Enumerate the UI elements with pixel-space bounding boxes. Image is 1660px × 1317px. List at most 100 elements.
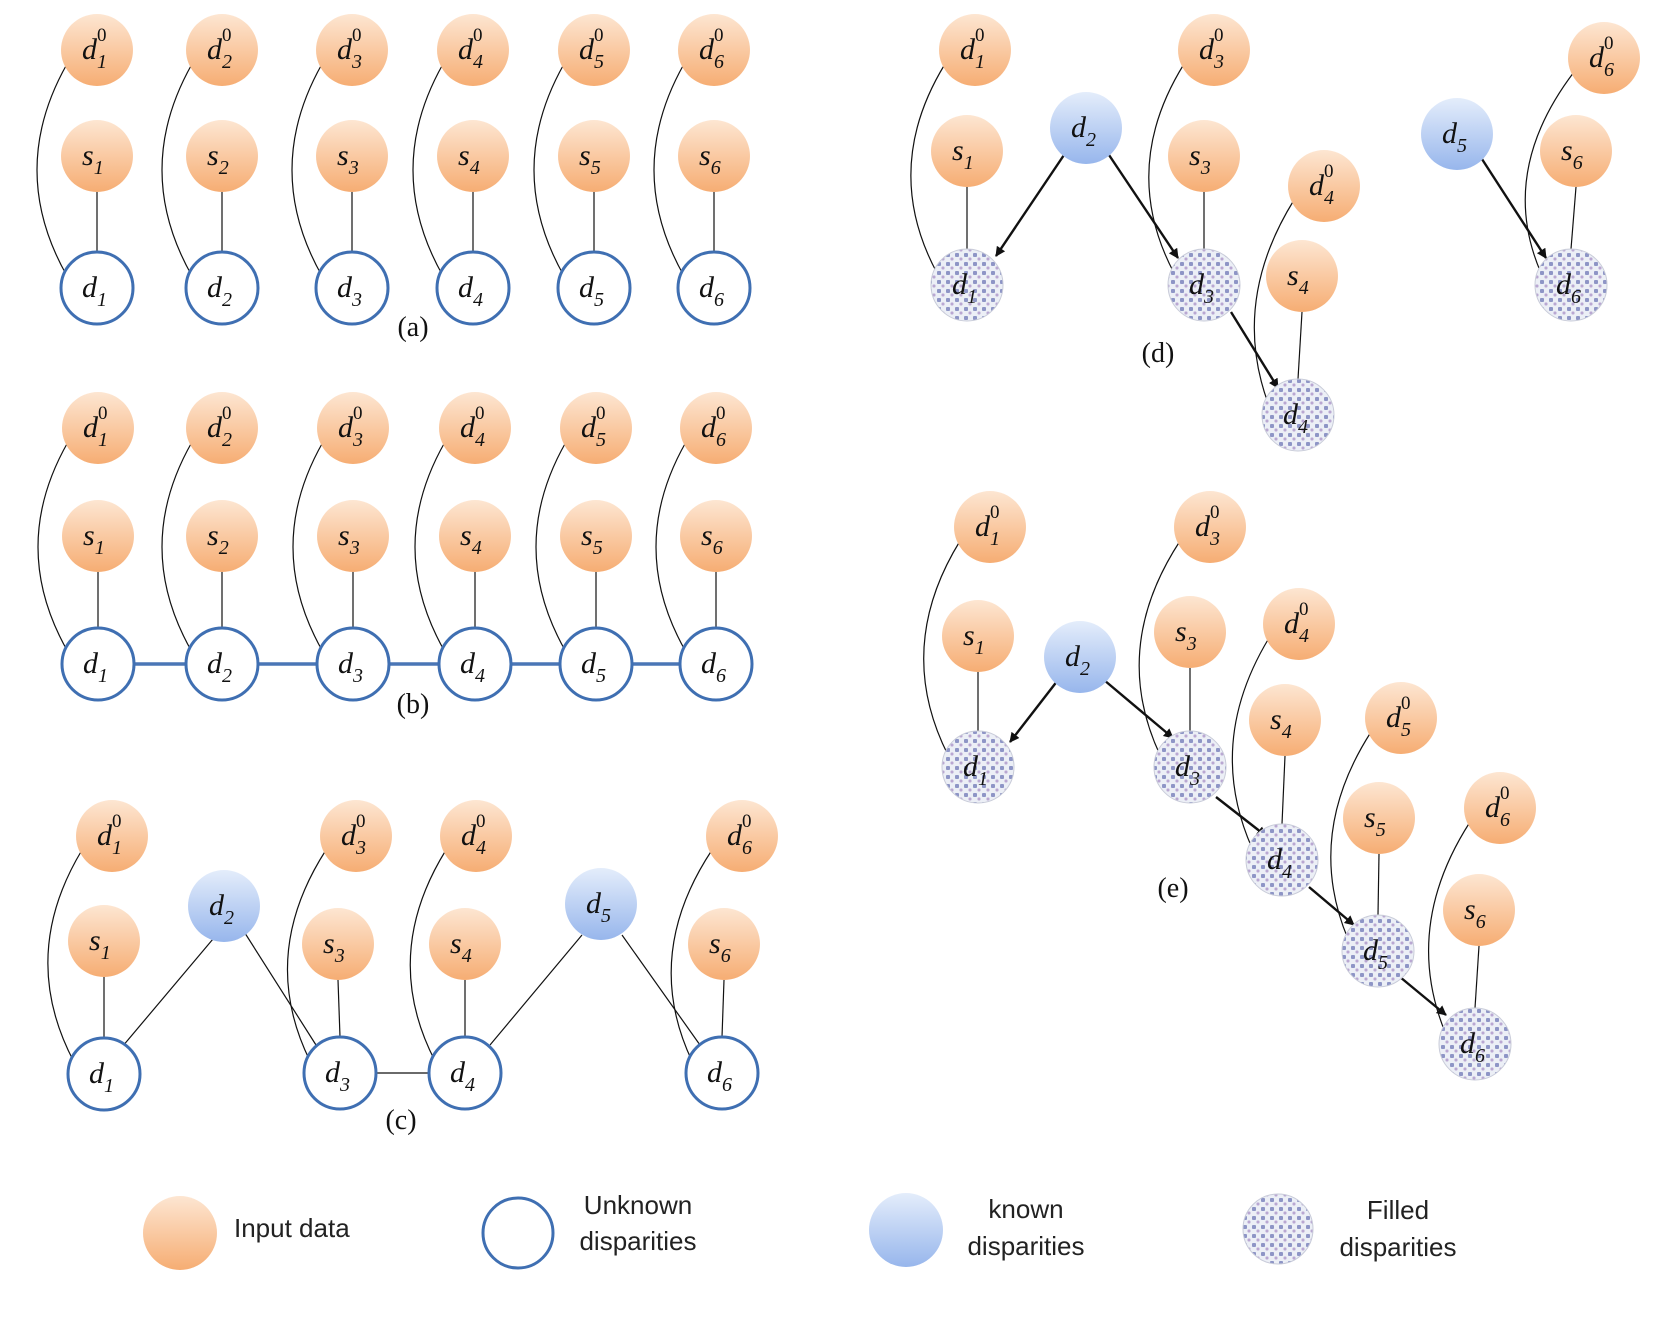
a-node-s2-circle	[186, 120, 258, 192]
e-node-d6-0-circle	[1464, 772, 1536, 844]
a-node-d4-circle	[435, 250, 511, 326]
a-node-s6: s6	[678, 120, 750, 192]
e-node-d3-label: d3	[1175, 750, 1200, 790]
legend-unknown-line1: Unknown	[584, 1190, 692, 1220]
c-node-d5-circle	[565, 868, 637, 940]
c-node-d1-0-circle	[76, 800, 148, 872]
a-node-s6-circle	[678, 120, 750, 192]
b-node-d4-0-circle	[439, 392, 511, 464]
c-node-d1-0-label: d10	[97, 811, 122, 859]
e-node-d3-0-label: d30	[1195, 502, 1220, 550]
d-edge-d03-d3	[1148, 63, 1185, 274]
d-node-d3-0: d30	[1178, 14, 1250, 86]
a-node-d2-0-circle	[186, 14, 258, 86]
legend-filled-swatch	[1242, 1193, 1314, 1265]
c-node-d5-label: d5	[586, 887, 611, 927]
b-node-d4-circle	[437, 626, 513, 702]
c-edge-d01-d1	[47, 849, 83, 1063]
a-node-d5-label: d5	[579, 271, 604, 311]
e-edge-d01-d1	[923, 540, 961, 756]
e-node-d1: d1	[941, 730, 1015, 804]
b-node-s4-label: s4	[460, 519, 482, 559]
e-node-d6-0: d60	[1464, 772, 1536, 844]
c-node-s4: s4	[429, 908, 501, 980]
b-edge-d02-d2	[161, 441, 193, 653]
b-node-s1: s1	[62, 500, 134, 572]
e-node-d5-circle	[1341, 914, 1415, 988]
b-node-s4: s4	[439, 500, 511, 572]
e-node-s4-circle	[1249, 684, 1321, 756]
b-node-d5-0-label: d50	[581, 403, 606, 451]
b-node-d2-circle	[184, 626, 260, 702]
e-edge-d2-d1	[1009, 679, 1059, 743]
d-node-d1-0: d10	[939, 14, 1011, 86]
b-edge-d03-d3	[292, 441, 324, 653]
c-node-d4-0-label: d40	[461, 811, 486, 859]
e-node-s5-label: s5	[1364, 801, 1386, 841]
b-node-d4-0: d40	[439, 392, 511, 464]
c-edge-d04-d4	[409, 849, 447, 1062]
e-node-s1-label: s1	[963, 619, 985, 659]
d-edge-d2-d1	[995, 151, 1067, 257]
c-edge-d5-d4	[489, 934, 583, 1046]
e-node-s1: s1	[942, 600, 1014, 672]
e-edge-d05-d5	[1330, 731, 1372, 940]
c-node-s4-label: s4	[450, 927, 472, 967]
b-node-d1-label: d1	[83, 647, 108, 687]
b-node-d4-0-label: d40	[460, 403, 485, 451]
d-node-s1-circle	[931, 115, 1003, 187]
c-node-d6: d6	[684, 1035, 760, 1111]
b-node-d5: d5	[558, 626, 634, 702]
legend-unknown-swatch	[481, 1196, 555, 1270]
c-node-d4-label: d4	[450, 1056, 475, 1096]
b-node-d2-0: d20	[186, 392, 258, 464]
d-edge-s4-d4	[1297, 311, 1303, 380]
e-node-d3-circle	[1153, 730, 1227, 804]
b-node-s3-circle	[317, 500, 389, 572]
a-node-d4: d4	[435, 250, 511, 326]
a-node-d3-0-label: d30	[337, 25, 362, 73]
a-node-d1-0: d10	[61, 14, 133, 86]
legend-filled-line2: disparities	[1339, 1232, 1456, 1262]
d-node-d6-circle	[1534, 248, 1608, 322]
c-node-s1: s1	[68, 905, 140, 977]
legend-known-line2: disparities	[967, 1231, 1084, 1261]
e-edge-d2-d3	[1103, 679, 1174, 739]
panel-label-d: (d)	[1142, 338, 1175, 369]
d-edge-d01-d1	[910, 63, 946, 274]
a-node-d3-label: d3	[337, 271, 362, 311]
e-node-s3: s3	[1154, 596, 1226, 668]
c-node-s6-circle	[688, 908, 760, 980]
d-node-d5-circle	[1421, 98, 1493, 170]
e-node-s6-label: s6	[1464, 893, 1486, 933]
b-node-s6-label: s6	[701, 519, 723, 559]
a-node-s2: s2	[186, 120, 258, 192]
d-node-d4-0-circle	[1288, 150, 1360, 222]
e-node-s1-circle	[942, 600, 1014, 672]
edges-layer	[36, 63, 1577, 1074]
a-node-d2-circle	[184, 250, 260, 326]
b-node-d2-0-label: d20	[207, 403, 232, 451]
a-node-s1: s1	[61, 120, 133, 192]
legend-filled-line1: Filled	[1367, 1195, 1429, 1225]
e-node-d2: d2	[1044, 621, 1116, 693]
c-node-d5: d5	[565, 868, 637, 940]
a-node-d5: d5	[556, 250, 632, 326]
a-node-s4: s4	[437, 120, 509, 192]
c-edge-d03-d3	[286, 849, 327, 1062]
a-node-d2-0-label: d20	[207, 25, 232, 73]
c-node-d3-0: d30	[320, 800, 392, 872]
a-node-d2-0: d20	[186, 14, 258, 86]
a-node-d5-0: d50	[558, 14, 630, 86]
c-node-d1-label: d1	[89, 1057, 114, 1097]
c-node-d6-label: d6	[707, 1056, 732, 1096]
b-node-d2-0-circle	[186, 392, 258, 464]
a-edge-d05-d5	[533, 63, 565, 277]
b-node-s6: s6	[680, 500, 752, 572]
d-edge-s6-d6	[1570, 186, 1577, 250]
a-node-d5-0-circle	[558, 14, 630, 86]
e-node-d2-circle	[1044, 621, 1116, 693]
legend-known-line1: known	[988, 1194, 1063, 1224]
d-node-d4-label: d4	[1283, 398, 1308, 438]
b-node-d3: d3	[315, 626, 391, 702]
